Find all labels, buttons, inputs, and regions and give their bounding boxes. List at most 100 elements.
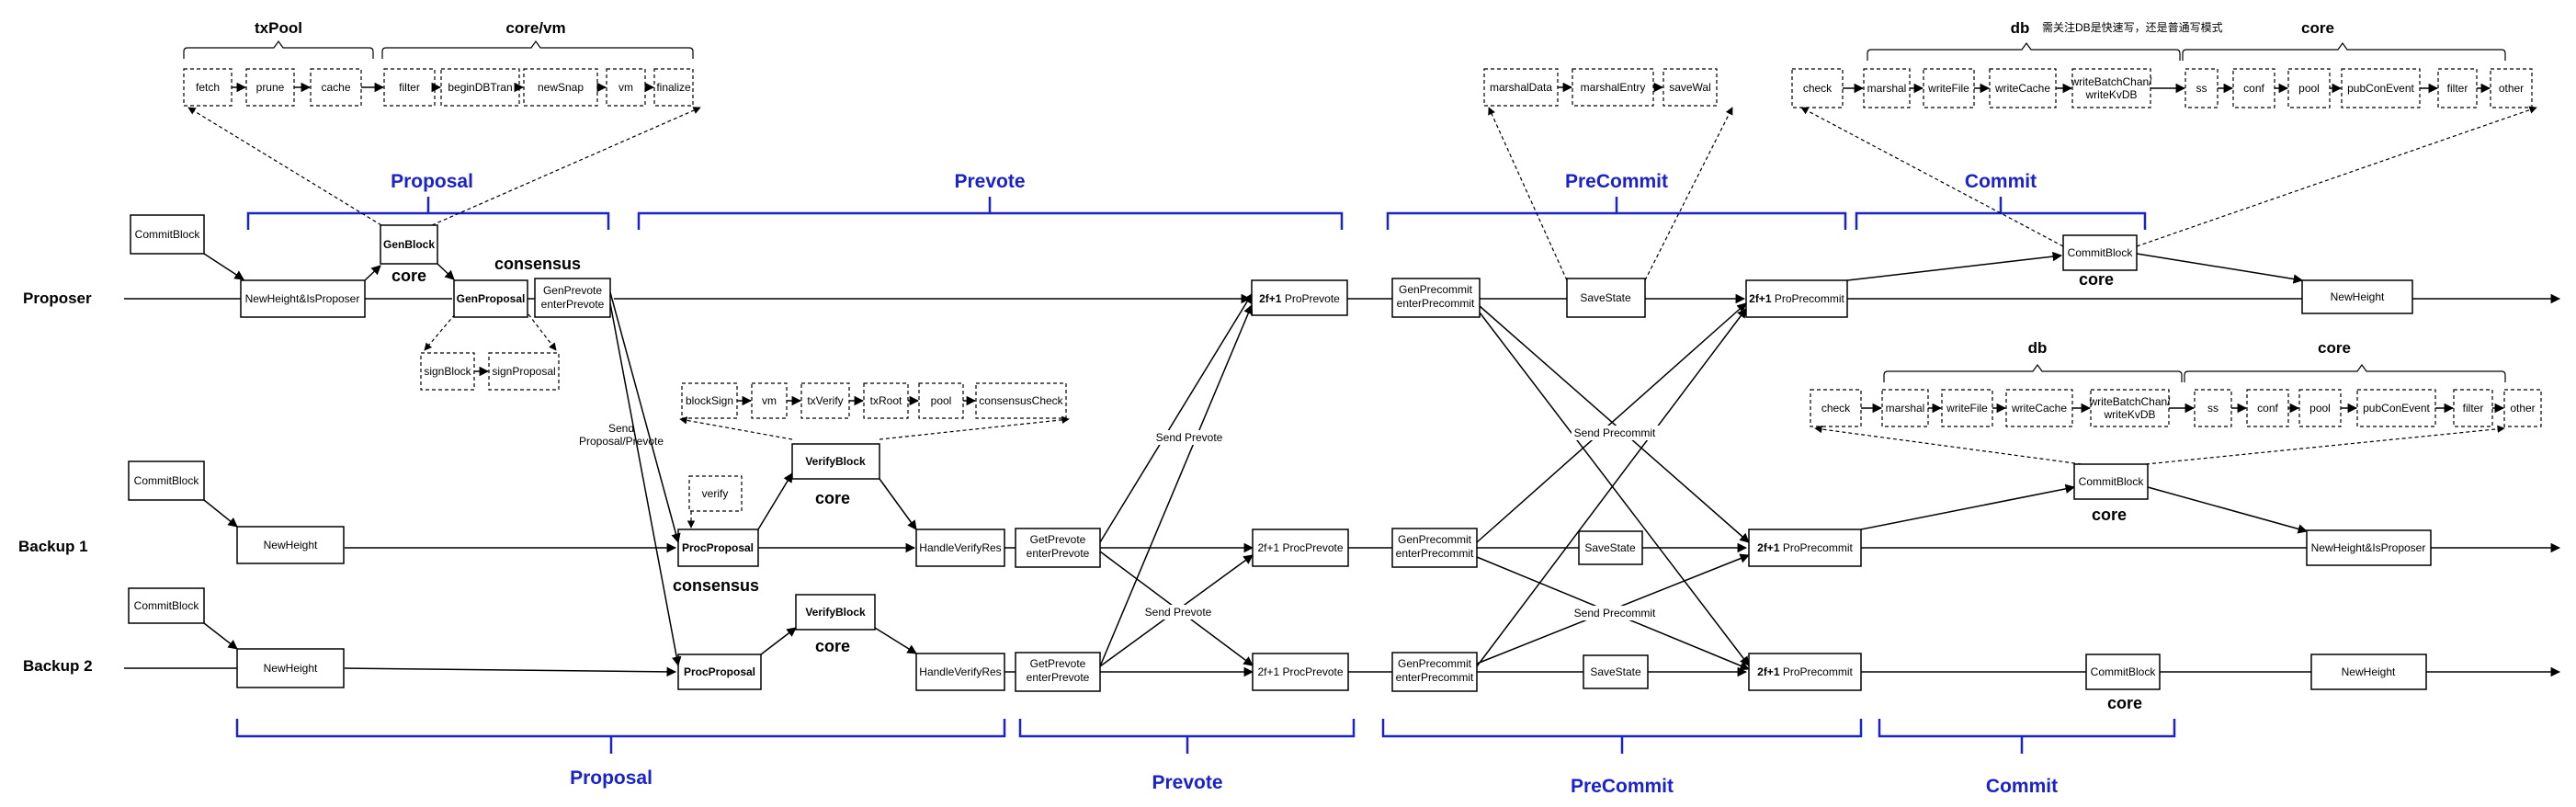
commit-mid-step-label-3: writeCache bbox=[2011, 402, 2067, 415]
node-commitblock-backup2-end[interactable] bbox=[2085, 654, 2161, 690]
verify-step-label-4: pool bbox=[931, 394, 952, 407]
commit-top-step-label-4: writeBatchChan/writeKvDB bbox=[2070, 75, 2152, 101]
timeline-backup2 bbox=[124, 666, 2561, 677]
anno-send-prevote-1: Send Prevote bbox=[1156, 431, 1223, 444]
label-consensus-top: consensus bbox=[494, 255, 581, 273]
commit-mid-step-label-6: conf bbox=[2257, 402, 2278, 415]
node-newheight-backup2-end[interactable] bbox=[2310, 654, 2427, 690]
commit-mid-step-box-1 bbox=[1881, 389, 1929, 427]
verify-step-box-3 bbox=[863, 382, 909, 419]
node-procprevote-backup2[interactable] bbox=[1252, 653, 1349, 691]
node-commitblock-backup1[interactable] bbox=[128, 460, 205, 501]
node-newheight-backup1[interactable] bbox=[236, 526, 345, 564]
node-newheight-isproposer-backup1[interactable] bbox=[2306, 529, 2432, 566]
phase-bracket-top-prevote: Prevote bbox=[637, 171, 1344, 230]
node-commitblock-proposer[interactable] bbox=[130, 214, 205, 255]
commit-mid-step-box-2 bbox=[1941, 389, 1993, 427]
commit-top-step-label-2: writeFile bbox=[1927, 82, 1969, 95]
node-getprevote-backup1[interactable] bbox=[1015, 528, 1101, 568]
node-procprevote-backup1[interactable] bbox=[1252, 529, 1349, 567]
node-handleverify-backup1[interactable] bbox=[915, 529, 1005, 567]
node-genblock[interactable] bbox=[380, 224, 438, 265]
node-newheight-backup2-end-label: NewHeight bbox=[2342, 665, 2396, 678]
sign-step-label-0: signBlock bbox=[424, 365, 471, 378]
verify-step-box-0 bbox=[681, 382, 738, 419]
commit-mid-step-label-4: writeBatchChan/writeKvDB bbox=[2088, 395, 2171, 421]
node-savestate-proposer[interactable] bbox=[1566, 278, 1646, 318]
group-core-top: core bbox=[2182, 19, 2506, 61]
txpool-corevm-step-label-7: finalize bbox=[656, 81, 691, 94]
label-core-commit-proposer: core bbox=[2079, 270, 2114, 289]
phase-label-commit-bottom: Commit bbox=[1986, 776, 2058, 797]
commit-top-step-box-0 bbox=[1791, 68, 1844, 108]
label-core-commit-backup1: core bbox=[2092, 506, 2127, 524]
commit-mid-step-box-9 bbox=[2453, 389, 2493, 427]
node-procproposal-backup1-label: ProcProposal bbox=[682, 541, 754, 554]
node-genprecommit-backup2[interactable] bbox=[1391, 652, 1478, 692]
node-savestate-backup2-label: SaveState bbox=[1590, 665, 1641, 678]
fan-right-sign bbox=[528, 313, 557, 351]
node-handleverify-backup1-label: HandleVerifyRes bbox=[919, 541, 1001, 554]
group-label-core-top: core bbox=[2301, 19, 2334, 37]
node-handleverify-backup2-label: HandleVerifyRes bbox=[919, 665, 1001, 678]
anno-bg-precommit-2 bbox=[1572, 606, 1660, 620]
node-newheight-isproposer[interactable] bbox=[240, 279, 366, 318]
node-genprecommit-proposer[interactable] bbox=[1391, 278, 1481, 318]
commit-mid-step-box-4 bbox=[2090, 389, 2170, 427]
node-procproposal-backup2[interactable] bbox=[677, 654, 762, 690]
node-newheight-backup2[interactable] bbox=[236, 648, 345, 688]
node-newheight-backup2-label: NewHeight bbox=[264, 662, 318, 675]
commit-top-step-box-4 bbox=[2071, 68, 2151, 108]
fan-right-verify bbox=[879, 415, 1070, 440]
row-label-backup2: Backup 2 bbox=[23, 657, 93, 675]
commit-mid-step-label-9: filter bbox=[2463, 402, 2484, 415]
commit-top-step-label-6: conf bbox=[2243, 82, 2264, 95]
commit-top-step-label-0: check bbox=[1803, 82, 1833, 95]
commit-top-step-label-7: pool bbox=[2298, 82, 2320, 95]
node-genprevote[interactable] bbox=[534, 278, 611, 318]
node-verifyblock-backup2[interactable] bbox=[795, 594, 876, 631]
label-core-commit-backup2: core bbox=[2107, 694, 2142, 712]
node-genprecommit-backup1[interactable] bbox=[1391, 528, 1478, 568]
savestate-step-label-0: marshalData bbox=[1490, 81, 1552, 94]
anno-bg-precommit-1 bbox=[1572, 426, 1660, 440]
commit-top-step-label-8: pubConEvent bbox=[2347, 82, 2414, 95]
node-proprecommit-backup2[interactable] bbox=[1748, 653, 1862, 691]
node-genproposal[interactable] bbox=[453, 279, 528, 318]
node-procproposal-backup1[interactable] bbox=[677, 529, 759, 567]
node-commitblock-top[interactable] bbox=[2062, 234, 2138, 271]
row-label-backup1: Backup 1 bbox=[18, 538, 88, 555]
node-newheight-proposer[interactable] bbox=[2301, 279, 2413, 314]
edge-newheight-to-genblock bbox=[364, 265, 381, 281]
sign-step-box-1 bbox=[488, 352, 560, 391]
node-commitblock-backup2[interactable] bbox=[128, 587, 205, 624]
node-proprecommit-backup1[interactable] bbox=[1748, 529, 1862, 567]
commit-top-step-box-8 bbox=[2341, 68, 2421, 108]
verify-step-label-0: blockSign bbox=[686, 394, 733, 407]
node-handleverify-backup2[interactable] bbox=[915, 653, 1005, 691]
fan-left-commit-top bbox=[1800, 107, 2064, 247]
savestate-step-box-2 bbox=[1662, 68, 1718, 107]
commit-top-step-box-6 bbox=[2232, 68, 2275, 108]
node-getprevote-backup2[interactable] bbox=[1015, 652, 1101, 692]
node-proprevote-label: 2f+1 ProPrevote bbox=[1259, 292, 1340, 305]
label-core-verify-backup2: core bbox=[815, 637, 850, 655]
fan-left-commit-mid bbox=[1814, 425, 2082, 465]
verify-small-label: verify bbox=[702, 487, 729, 500]
node-commitblock-mid[interactable] bbox=[2073, 463, 2149, 500]
fan-left-sign bbox=[424, 313, 456, 351]
savestate-step-box-0 bbox=[1483, 68, 1559, 107]
node-newheight-isproposer-backup1-label: NewHeight&IsProposer bbox=[2311, 541, 2426, 554]
node-proprecommit-proposer[interactable] bbox=[1745, 279, 1848, 318]
node-savestate-backup2[interactable] bbox=[1583, 654, 1649, 689]
phase-label-precommit-top: PreCommit bbox=[1565, 171, 1668, 192]
node-commitblock-proposer-label: CommitBlock bbox=[135, 228, 201, 241]
node-savestate-proposer-label: SaveState bbox=[1580, 291, 1631, 304]
phase-label-prevote-top: Prevote bbox=[954, 171, 1025, 192]
node-verifyblock-backup1[interactable] bbox=[791, 443, 880, 480]
node-savestate-backup1[interactable] bbox=[1578, 530, 1643, 565]
